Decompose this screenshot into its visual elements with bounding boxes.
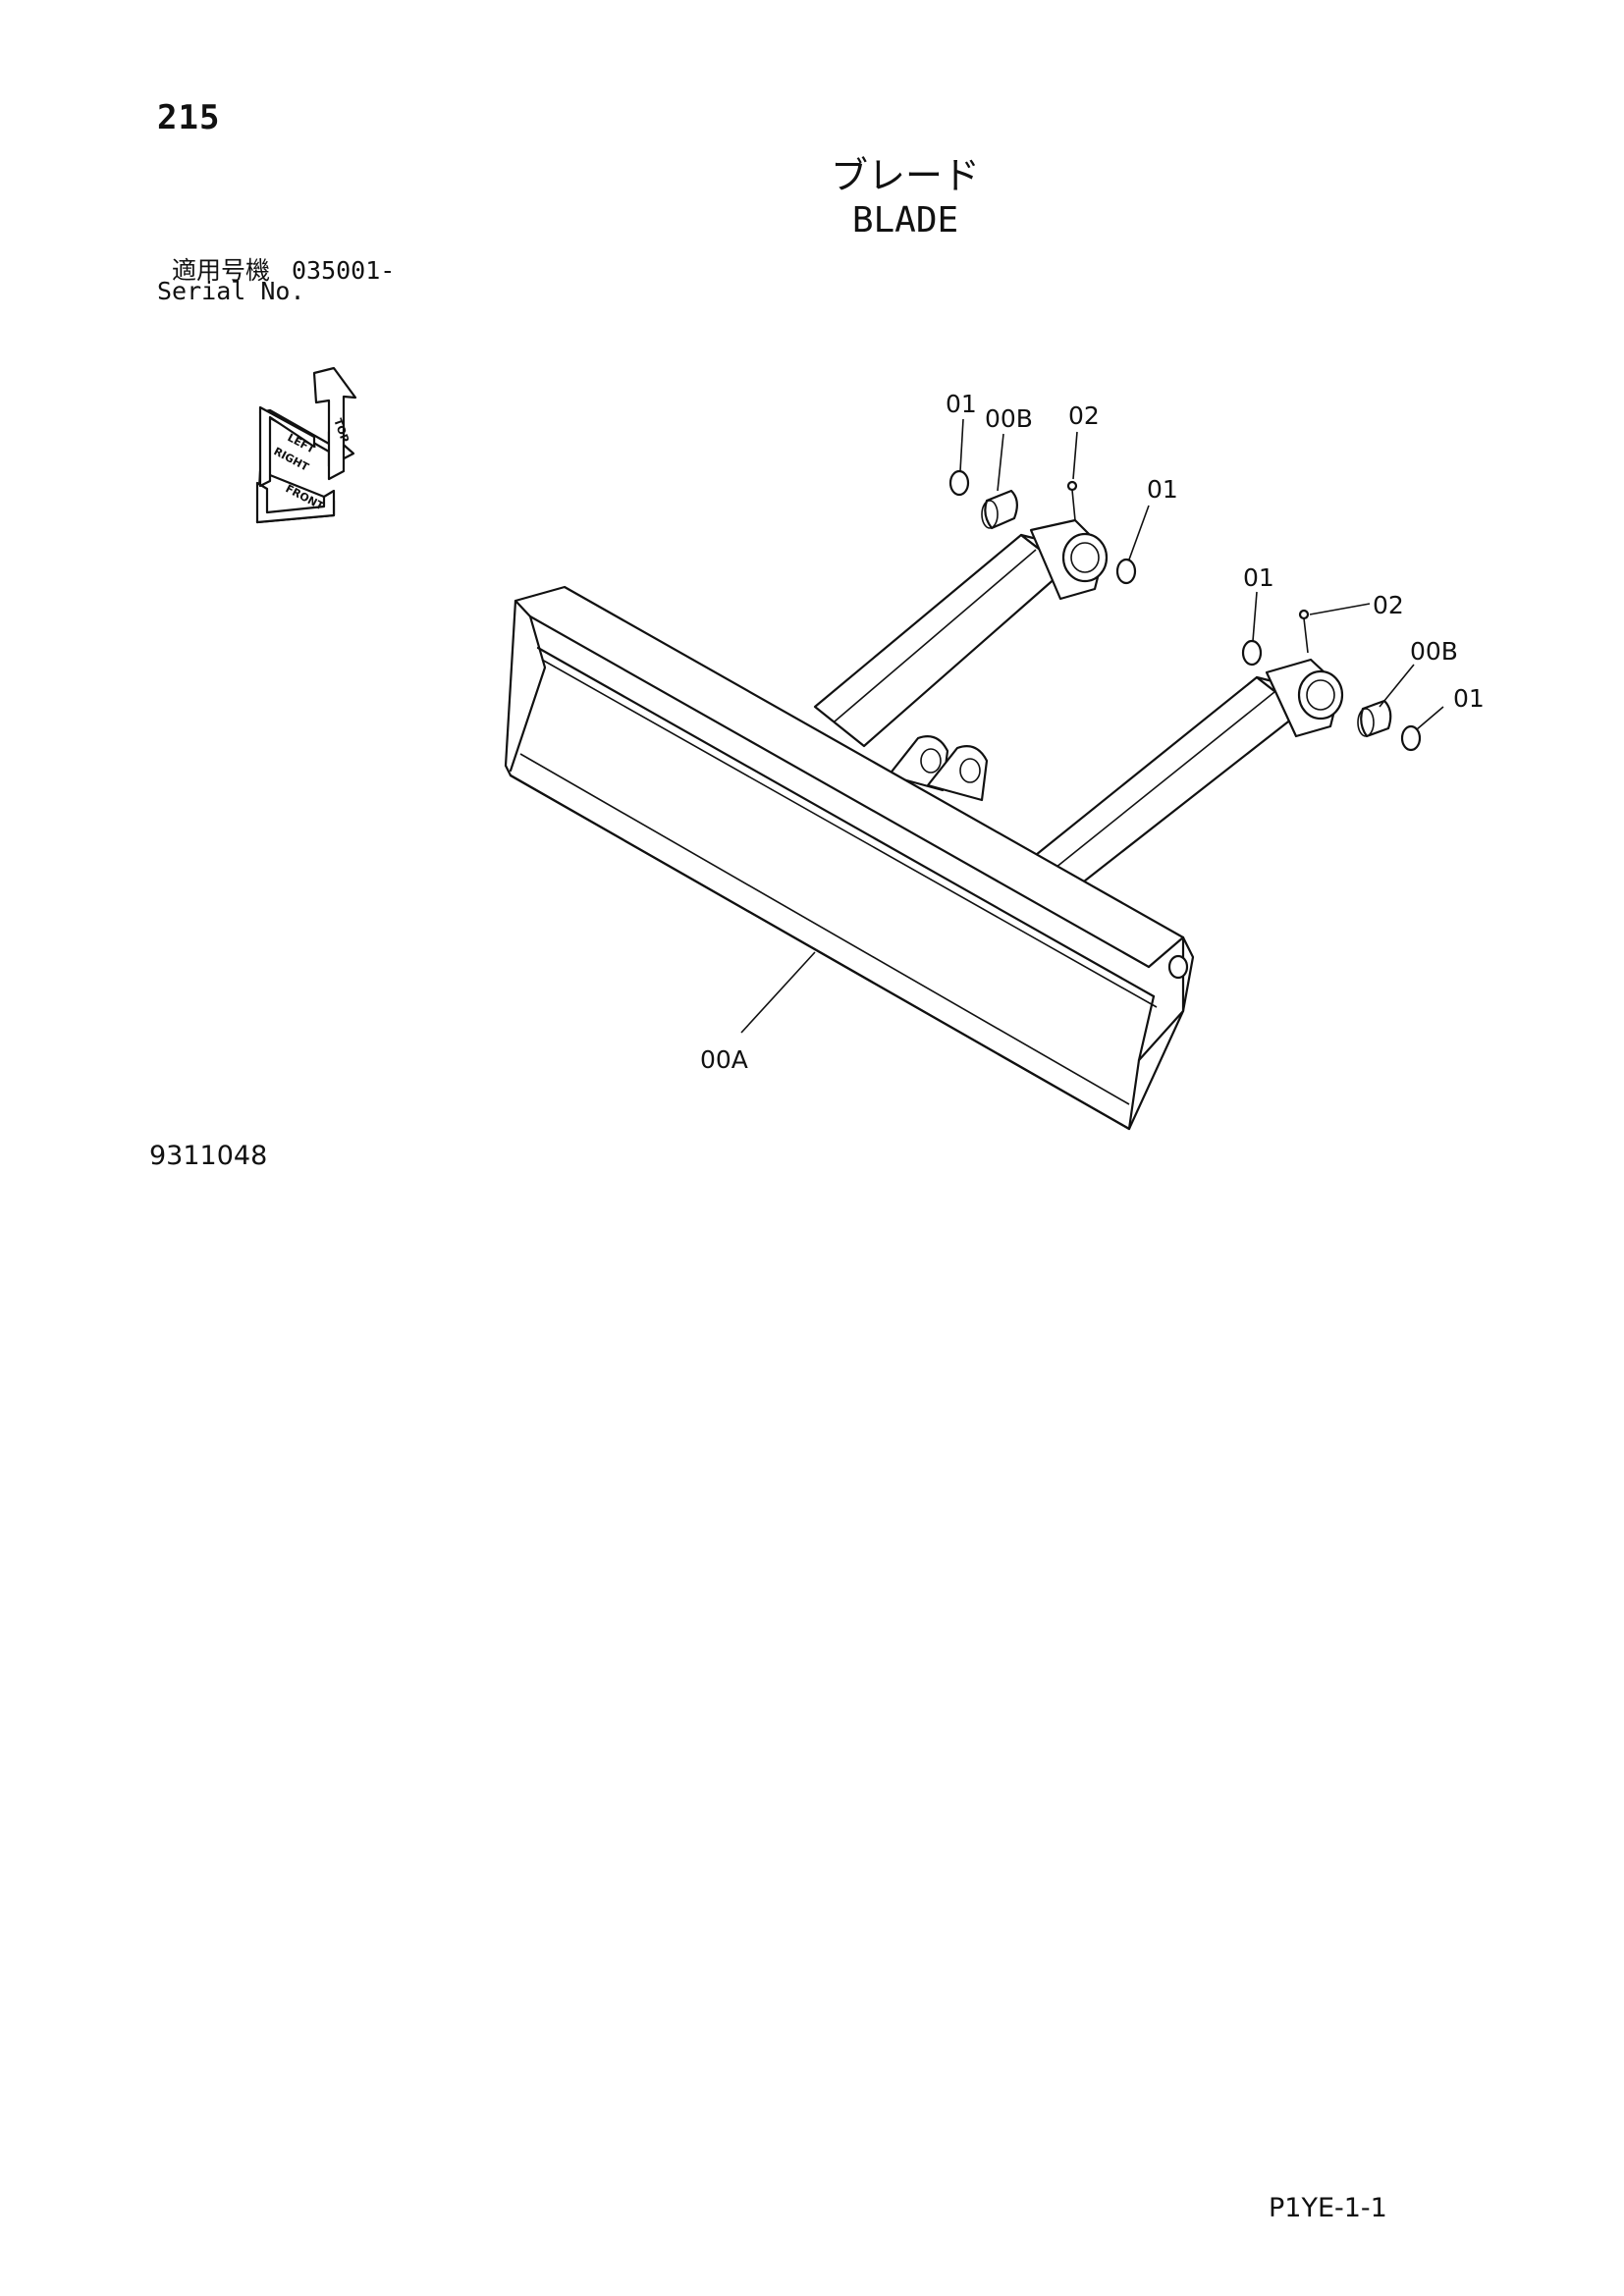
page-number: 215: [157, 98, 221, 137]
left-outer-ring-01: [1115, 558, 1137, 585]
left-upper-ring-01: [948, 469, 970, 497]
serial-value: 035001-: [291, 256, 396, 285]
callout-00B-left: 00B: [985, 404, 1033, 433]
orientation-axes-icon: LEFT RIGHT TOP FRONT: [255, 366, 357, 524]
center-bracket: [887, 735, 989, 802]
callout-00B-right: 00B: [1410, 637, 1458, 666]
serial-label-ja-text: 適用号機: [172, 256, 271, 285]
callout-01-left-outer: 01: [1147, 475, 1178, 504]
title-japanese: ブレード: [830, 154, 980, 197]
page-code: P1YE-1-1: [1269, 2193, 1387, 2223]
left-bushing-00B: [981, 489, 1018, 530]
blade-body: [504, 585, 1195, 1131]
serial-label-japanese: 適用号機 035001-: [172, 251, 395, 287]
figure-number: 9311048: [149, 1141, 268, 1171]
left-grease-fitting-02: [1066, 480, 1078, 521]
right-bushing-00B: [1357, 699, 1392, 738]
serial-label-english: Serial No.: [157, 277, 305, 305]
right-arm: [1029, 658, 1344, 890]
callout-02-right: 02: [1373, 591, 1404, 619]
right-outer-ring-01: [1400, 724, 1422, 752]
right-grease-fitting-02: [1298, 609, 1310, 654]
callout-01-left-upper: 01: [946, 390, 977, 418]
callout-01-right-upper: 01: [1243, 563, 1274, 592]
leader-lines: [740, 418, 1444, 1034]
callout-02-left: 02: [1068, 401, 1100, 430]
left-arm: [813, 518, 1109, 748]
right-upper-ring-01: [1241, 639, 1263, 667]
callout-00A-blade: 00A: [700, 1045, 748, 1074]
title-english: BLADE: [851, 200, 959, 240]
callout-01-right-outer: 01: [1453, 684, 1485, 713]
